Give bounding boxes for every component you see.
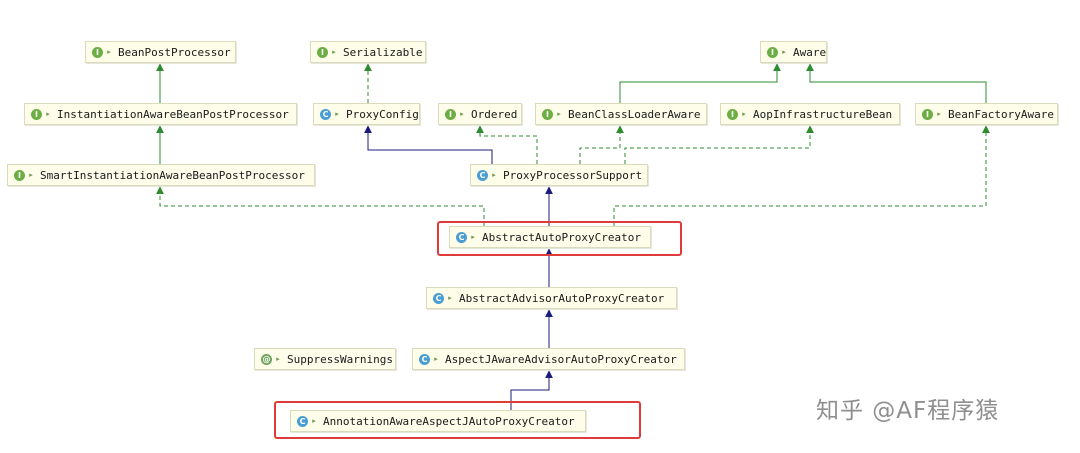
visibility-icon: ▸ — [742, 110, 746, 118]
node-label: Serializable — [343, 45, 423, 59]
interface-badge-icon: I — [31, 108, 42, 120]
node-abstractautoproxycreator[interactable]: C ▸ AbstractAutoProxyCreator — [449, 226, 651, 248]
node-label: AbstractAutoProxyCreator — [482, 230, 641, 244]
node-label: ProxyConfig — [346, 107, 419, 121]
interface-badge-icon: I — [922, 108, 933, 120]
visibility-icon: ▸ — [46, 110, 50, 118]
edge-beanclassloaderaware-to-aware — [619, 63, 781, 103]
class-badge-icon: C — [320, 108, 331, 120]
node-aopinfrastructurebean[interactable]: I ▸ AopInfrastructureBean — [720, 103, 900, 125]
node-label: SuppressWarnings — [287, 352, 393, 366]
visibility-icon: ▸ — [937, 110, 941, 118]
class-badge-icon: C — [477, 169, 488, 181]
class-badge-icon: C — [297, 415, 308, 427]
class-badge-icon: C — [456, 231, 467, 243]
node-label: AopInfrastructureBean — [753, 107, 893, 121]
node-label: Ordered — [471, 107, 518, 121]
visibility-icon: ▸ — [276, 355, 280, 363]
edge-abstractautoproxycreator-to-beanfactoryaware — [613, 125, 990, 226]
visibility-icon: ▸ — [471, 233, 475, 241]
node-label: SmartInstantiationAwareBeanPostProcessor — [40, 168, 305, 182]
node-label: BeanFactoryAware — [948, 107, 1054, 121]
highlight-box-abstractautoproxycreator — [437, 221, 682, 256]
node-beanclassloaderaware[interactable]: I ▸ BeanClassLoaderAware — [535, 103, 707, 125]
interface-badge-icon: I — [727, 108, 738, 120]
edge-beanfactoryaware-to-aware — [806, 63, 987, 103]
interface-badge-icon: I — [317, 46, 328, 58]
node-annotationawareaspectjautoproxycreator[interactable]: C ▸ AnnotationAwareAspectJAutoProxyCreator — [290, 410, 586, 432]
node-proxyprocessorsupport[interactable]: C ▸ ProxyProcessorSupport — [470, 164, 648, 186]
node-beanfactoryaware[interactable]: I ▸ BeanFactoryAware — [915, 103, 1058, 125]
highlight-box-annotationawareaspectjautoproxycreator — [274, 401, 641, 439]
node-smartinstantiationaware[interactable]: I ▸ SmartInstantiationAwareBeanPostProcess… — [7, 164, 315, 186]
node-suppresswarnings[interactable]: @ ▸ SuppressWarnings — [254, 348, 396, 370]
visibility-icon: ▸ — [492, 171, 496, 179]
visibility-icon: ▸ — [29, 171, 33, 179]
class-badge-icon: C — [433, 292, 444, 304]
edge-annotationawareaspectjautoproxycreator-to-aspectjawareadvisorautoproxycreator — [510, 370, 553, 410]
watermark: 知乎 @AF程序猿 — [816, 398, 1000, 424]
node-label: BeanClassLoaderAware — [568, 107, 701, 121]
node-label: ProxyProcessorSupport — [503, 168, 643, 182]
node-serializable[interactable]: I ▸ Serializable — [310, 41, 426, 63]
interface-badge-icon: I — [445, 108, 456, 120]
node-proxyconfig[interactable]: C ▸ ProxyConfig — [313, 103, 420, 125]
node-ordered[interactable]: I ▸ Ordered — [438, 103, 522, 125]
edge-proxyprocessorsupport-to-aopinfrastructurebean — [624, 125, 814, 164]
node-label: Aware — [793, 45, 827, 59]
interface-badge-icon: I — [542, 108, 553, 120]
node-label: InstantiationAwareBeanPostProcessor — [57, 107, 289, 121]
node-aware[interactable]: I ▸ Aware — [760, 41, 827, 63]
interface-badge-icon: I — [92, 46, 103, 58]
node-label: AbstractAdvisorAutoProxyCreator — [459, 291, 665, 305]
edge-proxyprocessorsupport-to-ordered — [476, 125, 538, 164]
annotation-badge-icon: @ — [261, 353, 272, 365]
node-beanpostprocessor[interactable]: I ▸ BeanPostProcessor — [85, 41, 236, 63]
visibility-icon: ▸ — [460, 110, 464, 118]
edge-proxyprocessorsupport-to-proxyconfig — [364, 125, 493, 164]
visibility-icon: ▸ — [335, 110, 339, 118]
interface-badge-icon: I — [14, 169, 25, 181]
node-label: AnnotationAwareAspectJAutoProxyCreator — [323, 414, 575, 428]
visibility-icon: ▸ — [782, 48, 786, 56]
edge-proxyprocessorsupport-to-beanclassloaderaware — [579, 125, 624, 164]
visibility-icon: ▸ — [448, 294, 452, 302]
visibility-icon: ▸ — [434, 355, 438, 363]
class-badge-icon: C — [419, 353, 430, 365]
visibility-icon: ▸ — [107, 48, 111, 56]
edge-abstractautoproxycreator-to-smartinstantiationaware — [156, 186, 485, 226]
node-instantiationaware[interactable]: I ▸ InstantiationAwareBeanPostProcessor — [24, 103, 297, 125]
node-abstractadvisorautoproxycreator[interactable]: C ▸ AbstractAdvisorAutoProxyCreator — [426, 287, 677, 309]
node-label: BeanPostProcessor — [118, 45, 231, 59]
visibility-icon: ▸ — [557, 110, 561, 118]
node-aspectjawareadvisorautoproxycreator[interactable]: C ▸ AspectJAwareAdvisorAutoProxyCreator — [412, 348, 685, 370]
interface-badge-icon: I — [767, 46, 778, 58]
node-label: AspectJAwareAdvisorAutoProxyCreator — [445, 352, 677, 366]
visibility-icon: ▸ — [312, 417, 316, 425]
visibility-icon: ▸ — [332, 48, 336, 56]
